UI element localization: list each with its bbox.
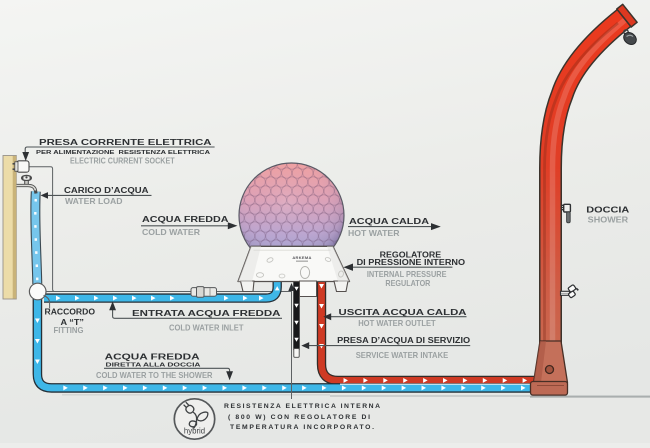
svg-text:FITTING: FITTING (54, 325, 84, 335)
svg-text:CARICO D’ACQUA: CARICO D’ACQUA (64, 185, 149, 195)
svg-text:( 800 W) CON REGOLATORE DI: ( 800 W) CON REGOLATORE DI (228, 414, 370, 421)
svg-text:PER ALIMENTAZIONE RESISTENZA: PER ALIMENTAZIONE RESISTENZA ELETTRICA (36, 150, 210, 156)
svg-text:RACCORDO: RACCORDO (45, 307, 96, 316)
svg-text:ELECTRIC CURRENT SOCKET: ELECTRIC CURRENT SOCKET (70, 155, 175, 165)
svg-text:ACQUA FREDDA: ACQUA FREDDA (105, 351, 200, 361)
svg-text:SERVICE WATER INTAKE: SERVICE WATER INTAKE (356, 350, 449, 360)
svg-text:REGOLATORE: REGOLATORE (380, 250, 442, 260)
svg-text:DOCCIA: DOCCIA (586, 204, 629, 214)
svg-text:USCITA ACQUA CALDA: USCITA ACQUA CALDA (339, 307, 467, 317)
svg-text:COLD WATER: COLD WATER (142, 227, 200, 237)
svg-text:REGULATOR: REGULATOR (385, 278, 430, 288)
svg-text:WATER LOAD: WATER LOAD (65, 196, 123, 206)
svg-text:COLD WATER INLET: COLD WATER INLET (169, 323, 244, 333)
svg-text:hybrid: hybrid (184, 426, 205, 435)
svg-text:ARKEMA: ARKEMA (292, 255, 311, 260)
svg-text:DIRETTA ALLA DOCCIA: DIRETTA ALLA DOCCIA (106, 362, 201, 368)
svg-text:HOT WATER: HOT WATER (348, 228, 400, 238)
svg-text:PRESA CORRENTE ELETTRICA: PRESA CORRENTE ELETTRICA (39, 137, 212, 147)
svg-text:INTERNAL PRESSURE: INTERNAL PRESSURE (367, 269, 447, 279)
svg-text:ACQUA FREDDA: ACQUA FREDDA (142, 214, 229, 224)
svg-text:A “T”: A “T” (61, 318, 85, 327)
svg-text:ACQUA CALDA: ACQUA CALDA (349, 216, 429, 226)
svg-text:HOT WATER OUTLET: HOT WATER OUTLET (358, 318, 436, 328)
svg-text:PRESA D’ACQUA DI SERVIZIO: PRESA D’ACQUA DI SERVIZIO (337, 335, 470, 345)
svg-text:SHOWER: SHOWER (588, 215, 629, 225)
svg-text:DI PRESSIONE INTERNO: DI PRESSIONE INTERNO (357, 257, 466, 267)
svg-text:COLD WATER TO THE SHOWER: COLD WATER TO THE SHOWER (96, 370, 213, 380)
svg-text:ENTRATA ACQUA FREDDA: ENTRATA ACQUA FREDDA (132, 308, 281, 318)
